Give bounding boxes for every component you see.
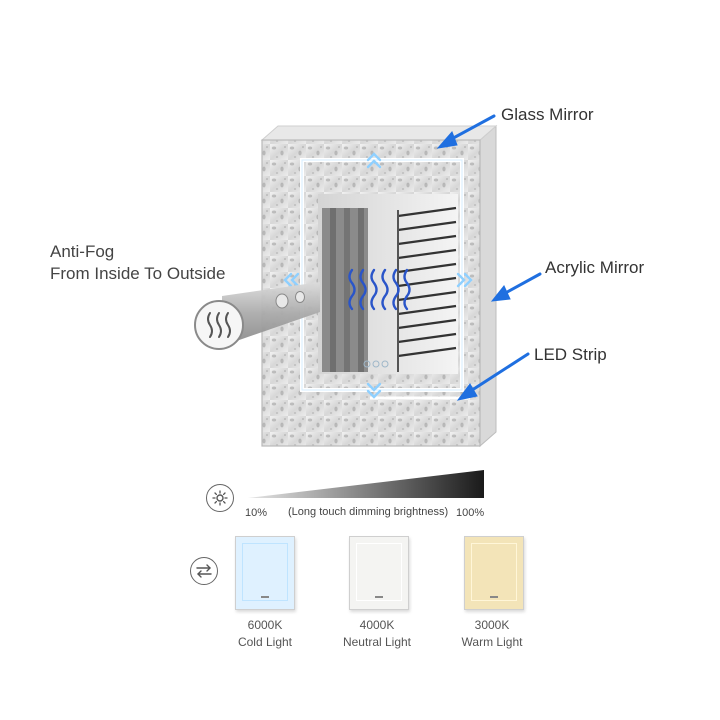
led-strip-arrow <box>464 352 530 396</box>
warm-light-label: 3000K Warm Light <box>437 617 547 651</box>
led-strip-label: LED Strip <box>534 345 607 364</box>
warm-light-kelvin: 3000K <box>474 618 510 632</box>
brightness-icon <box>206 484 234 512</box>
cold-light-swatch <box>235 536 295 610</box>
temp-option-neutral <box>349 536 409 610</box>
neutral-light-kelvin: 4000K <box>359 618 395 632</box>
neutral-light-label: 4000K Neutral Light <box>322 617 432 651</box>
swap-arrows-icon <box>190 557 218 585</box>
glass-mirror-label: Glass Mirror <box>501 105 594 124</box>
anti-fog-subtitle: From Inside To Outside <box>50 264 226 283</box>
temp-option-warm <box>464 536 524 610</box>
brightness-hint: (Long touch dimming brightness) <box>288 506 449 518</box>
brightness-max-label: 100% <box>456 507 485 519</box>
warm-light-name: Warm Light <box>461 635 523 649</box>
anti-fog-title: Anti-Fog <box>50 242 115 261</box>
cold-light-label: 6000K Cold Light <box>210 617 320 651</box>
neutral-light-name: Neutral Light <box>342 635 412 649</box>
brightness-min-label: 10% <box>245 507 268 519</box>
acrylic-mirror-label: Acrylic Mirror <box>545 258 645 277</box>
warm-light-swatch <box>464 536 524 610</box>
brightness-gradient-bar <box>248 470 484 498</box>
temp-option-cold <box>235 536 295 610</box>
cold-light-name: Cold Light <box>237 635 293 649</box>
mirror-illustration <box>194 114 542 448</box>
neutral-light-swatch <box>349 536 409 610</box>
cold-light-kelvin: 6000K <box>247 618 283 632</box>
